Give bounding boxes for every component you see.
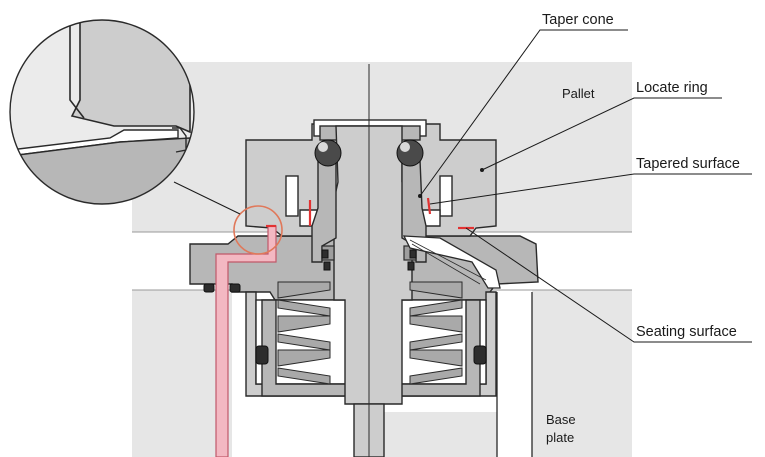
label-taper-cone: Taper cone <box>542 12 614 28</box>
label-seating-surface: Seating surface <box>636 324 737 340</box>
lock-ball-right-highlight <box>400 142 410 152</box>
label-tapered-surface: Tapered surface <box>636 156 740 172</box>
seating-surface-leader <box>465 227 752 343</box>
lock-ball-right <box>396 139 424 167</box>
oring-flange-left-b <box>229 283 241 293</box>
rod-seal-right <box>407 261 415 271</box>
label-base-plate-2: plate <box>546 430 574 445</box>
oring-flange-left-a <box>203 283 215 293</box>
tapered-surface-leader <box>429 173 752 205</box>
ring-slot-left <box>285 175 299 217</box>
oring-rod-right <box>409 249 417 259</box>
lock-ball-left-highlight <box>318 142 328 152</box>
detail-magnifier-border <box>9 19 195 205</box>
disc-spring-stack-right <box>409 281 463 385</box>
oring-rod-left <box>321 249 329 259</box>
label-pallet: Pallet <box>562 86 595 101</box>
oring-housing-right <box>473 345 487 365</box>
taper-cone-left <box>311 159 337 263</box>
rod-seal-left <box>323 261 331 271</box>
disc-spring-stack-left <box>277 281 331 385</box>
ring-slot-right <box>439 175 453 217</box>
air-outlet-wedge <box>402 235 501 289</box>
detail-zoom-edge <box>69 20 85 119</box>
base-plate-right-slot <box>497 290 532 457</box>
detail-zoom-step <box>172 127 187 153</box>
taper-cone-dot <box>418 194 422 198</box>
piston-rod <box>333 125 413 405</box>
locate-ring-leader <box>481 97 722 171</box>
oring-housing-left <box>255 345 269 365</box>
tapered-surface-highlight-right <box>426 197 432 215</box>
label-locate-ring: Locate ring <box>636 80 708 96</box>
detail-connector-line <box>173 181 241 215</box>
lock-ball-left <box>314 139 342 167</box>
air-outlet-hatch-1 <box>409 239 487 281</box>
detail-source-circle <box>233 205 283 255</box>
air-outlet-hatch-2 <box>411 243 481 285</box>
label-base-plate-1: Base <box>546 412 576 427</box>
bottom-cover <box>261 299 481 397</box>
locate-ring-dot <box>480 168 484 172</box>
taper-cone-leader <box>419 29 628 197</box>
